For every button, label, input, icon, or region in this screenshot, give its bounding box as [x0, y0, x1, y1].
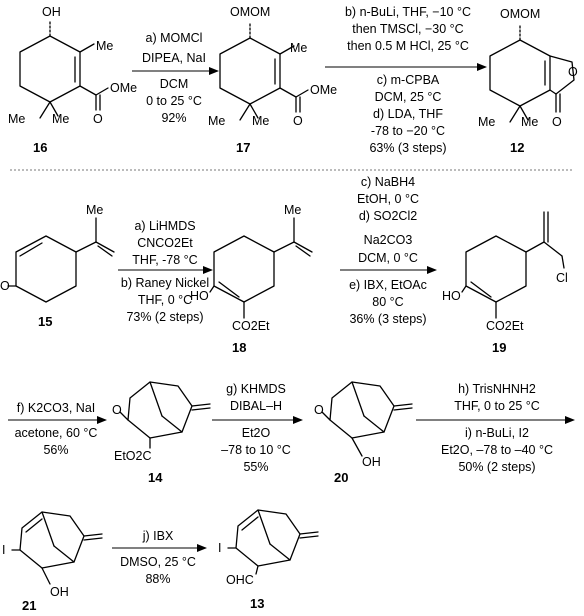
atom-ome: OMe [110, 81, 137, 95]
atom-me: Me [290, 41, 307, 55]
atom-eto2c: EtO2C [114, 449, 152, 463]
condition-text: d) SO2Cl2 [359, 209, 417, 223]
condition-text: Et2O, –78 to –40 °C [441, 443, 553, 457]
condition-text: j) IBX [142, 529, 174, 543]
compound-number-19: 19 [492, 340, 506, 355]
condition-text: d) LDA, THF [373, 107, 443, 121]
atom-me: Me [52, 112, 69, 126]
atom-i: I [218, 541, 221, 555]
compound-12-structure [489, 23, 575, 123]
compound-number-17: 17 [236, 140, 250, 155]
compound-number-15: 15 [38, 314, 52, 329]
compound-18-structure [209, 217, 313, 319]
condition-text: CNCO2Et [137, 236, 193, 250]
atom-co2et: CO2Et [486, 319, 524, 333]
condition-text: THF, -78 °C [132, 253, 197, 267]
atom-ohc: OHC [226, 573, 254, 587]
compound-17-structure [219, 21, 309, 121]
compound-14-structure [119, 381, 211, 449]
condition-text: DCM, 25 °C [375, 90, 442, 104]
condition-text: then 0.5 M HCl, 25 °C [347, 39, 469, 53]
condition-text: g) KHMDS [226, 382, 286, 396]
condition-text: EtOH, 0 °C [357, 192, 419, 206]
condition-text: 80 °C [372, 295, 403, 309]
compound-13-structure [227, 509, 319, 575]
atom-oh: OH [362, 455, 381, 469]
condition-text: i) n-BuLi, I2 [465, 426, 529, 440]
condition-text: a) MOMCl [146, 31, 203, 45]
condition-text: c) m-CPBA [377, 73, 440, 87]
atom-me: Me [86, 203, 103, 217]
condition-text: -78 to −20 °C [371, 124, 445, 138]
compound-21-structure [11, 511, 103, 585]
condition-text: b) Raney Nickel [121, 276, 209, 290]
atom-o: O [568, 65, 578, 79]
compound-number-20: 20 [334, 470, 348, 485]
condition-text: h) TrisNHNH2 [458, 382, 536, 396]
compound-19-structure [461, 211, 565, 319]
compound-number-14: 14 [148, 470, 163, 485]
atom-omom: OMOM [500, 7, 540, 21]
condition-text: Na2CO3 [364, 233, 413, 247]
atom-o: O [93, 112, 103, 126]
atom-o: O [552, 115, 562, 129]
condition-text: Et2O [242, 426, 271, 440]
atom-omom: OMOM [230, 5, 270, 19]
condition-text: 36% (3 steps) [349, 312, 426, 326]
condition-text: acetone, 60 °C [15, 426, 98, 440]
atom-me: Me [208, 114, 225, 128]
condition-text: e) IBX, EtOAc [349, 278, 427, 292]
atom-cl: Cl [556, 271, 568, 285]
atom-o: O [0, 279, 10, 293]
condition-text: THF, 0 °C [138, 293, 192, 307]
condition-text: 73% (2 steps) [126, 310, 203, 324]
atom-me: Me [8, 112, 25, 126]
atom-i: I [2, 543, 5, 557]
atom-ome: OMe [310, 83, 337, 97]
compound-number-18: 18 [232, 340, 246, 355]
atom-oh: OH [42, 5, 61, 19]
compound-16-structure [19, 19, 109, 119]
condition-text: 63% (3 steps) [369, 141, 446, 155]
atom-ho: HO [190, 289, 209, 303]
condition-text: THF, 0 to 25 °C [454, 399, 540, 413]
condition-text: 50% (2 steps) [458, 460, 535, 474]
condition-text: DCM [160, 77, 188, 91]
condition-text: DIBAL–H [230, 399, 282, 413]
condition-text: a) LiHMDS [134, 219, 195, 233]
atom-me: Me [252, 114, 269, 128]
atom-ho: HO [442, 289, 461, 303]
condition-text: b) n-BuLi, THF, −10 °C [345, 5, 471, 19]
atom-me: Me [478, 115, 495, 129]
atom-co2et: CO2Et [232, 319, 270, 333]
atom-me: Me [96, 39, 113, 53]
condition-text: 56% [43, 443, 68, 457]
compound-number-21: 21 [22, 598, 36, 613]
atom-o: O [112, 403, 122, 417]
condition-text: 88% [145, 572, 170, 586]
condition-text: 0 to 25 °C [146, 94, 202, 108]
condition-text: DMSO, 25 °C [120, 555, 196, 569]
condition-text: 92% [161, 111, 186, 125]
condition-text: f) K2CO3, NaI [17, 401, 96, 415]
compound-20-structure [321, 381, 413, 457]
atom-me: Me [521, 115, 538, 129]
compound-15-structure [7, 217, 115, 303]
compound-number-12: 12 [510, 140, 524, 155]
compound-number-16: 16 [33, 140, 47, 155]
atom-oh: OH [50, 585, 69, 599]
condition-text: 55% [243, 460, 268, 474]
condition-text: then TMSCl, −30 °C [352, 22, 463, 36]
condition-text: –78 to 10 °C [221, 443, 291, 457]
atom-o: O [293, 114, 303, 128]
compound-number-13: 13 [250, 596, 264, 611]
condition-text: DCM, 0 °C [358, 251, 418, 265]
atom-o: O [314, 403, 324, 417]
atom-me: Me [284, 203, 301, 217]
condition-text: c) NaBH4 [361, 175, 415, 189]
condition-text: DIPEA, NaI [142, 51, 206, 65]
